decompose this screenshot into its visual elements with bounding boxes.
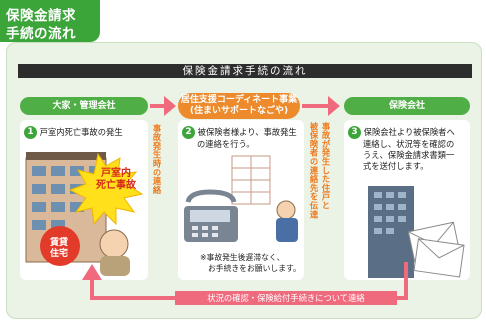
title-line-2: 手続の流れ [6, 26, 76, 42]
bottom-label: 状況の確認・保険給付手続きについて連絡 [175, 291, 397, 305]
step-3-line-3: うえ、保険金請求書類一 [363, 150, 455, 160]
burst-line-2: 死亡事故 [96, 180, 136, 191]
step-3-line-4: 式を送付します。 [363, 161, 429, 171]
note-text: ※事故発生後遅滞なく、 お手続きをお願いします。 [200, 252, 301, 274]
phone-and-window-illustration [184, 155, 298, 242]
step-card-2: 2 被保険者様より、事故発生 の連絡を行う。 ※事故発生後遅滞なく、 お手続きを… [178, 120, 304, 280]
step-3-text: 3 保険会社より被保険者へ 連絡し、状況等を確認の うえ、保険金請求書類一 式を… [348, 126, 455, 172]
flow-heading: 保険金請求手続の流れ [182, 65, 308, 77]
step-2-number: 2 [182, 126, 195, 139]
step-card-1: 1 戸室内死亡事故の発生 戸室内 死亡事故 賃貸 住宅 [20, 120, 148, 280]
rental-badge-line-2: 住宅 [50, 249, 69, 259]
note-line-1: ※事故発生後遅滞なく、 [200, 253, 285, 262]
rental-badge: 賃貸 住宅 [50, 238, 68, 260]
step-1-line-1: 戸室内死亡事故の発生 [39, 127, 123, 137]
note-line-2: お手続きをお願いします。 [208, 264, 301, 273]
header-arrow-2 [328, 96, 340, 116]
step-2-line-2: の連絡を行う。 [197, 139, 255, 149]
column-header-insurer: 保険会社 [344, 97, 470, 115]
step-card-3: 3 保険会社より被保険者へ 連絡し、状況等を確認の うえ、保険金請求書類一 式を… [344, 120, 470, 280]
header-arrow-1-shaft [150, 104, 166, 108]
header-arrow-2-shaft [302, 104, 330, 108]
column-header-coordinator: 居住支援コーディネート事業 (住まいサポートなごや) [178, 93, 300, 119]
coordinator-line-1: 居住支援コーディネート事業 [180, 95, 298, 105]
step-3-line-2: 連絡し、状況等を確認の [363, 139, 455, 149]
step-2-text: 2 被保険者様より、事故発生 の連絡を行う。 [182, 126, 297, 150]
apartment-building-illustration [25, 152, 144, 276]
vertical-label-right-col2: 被保険者の連絡先を伝達 [309, 122, 319, 219]
vertical-label-left: 事故発生時の連絡 [152, 124, 162, 195]
step-1-text: 1 戸室内死亡事故の発生 [24, 126, 123, 139]
rental-badge-line-1: 賃貸 [50, 238, 69, 248]
step-3-line-1: 保険会社より被保険者へ [363, 127, 455, 137]
title-tab: 保険金請求 手続の流れ [0, 0, 100, 42]
step-2-line-1: 被保険者様より、事故発生 [197, 127, 297, 137]
vertical-label-right-col1: 事故が発生した住戸と [321, 122, 331, 210]
title-line-1: 保険金請求 [6, 8, 76, 24]
burst-line-1: 戸室内 [101, 168, 131, 179]
column-header-landlord: 大家・管理会社 [20, 97, 148, 115]
burst-text: 戸室内 死亡事故 [96, 168, 136, 192]
heading-bar [18, 64, 472, 78]
header-arrow-1 [164, 96, 176, 116]
coordinator-line-2: (住まいサポートなごや) [189, 106, 289, 116]
step-3-number: 3 [348, 126, 361, 139]
step-1-number: 1 [24, 126, 37, 139]
